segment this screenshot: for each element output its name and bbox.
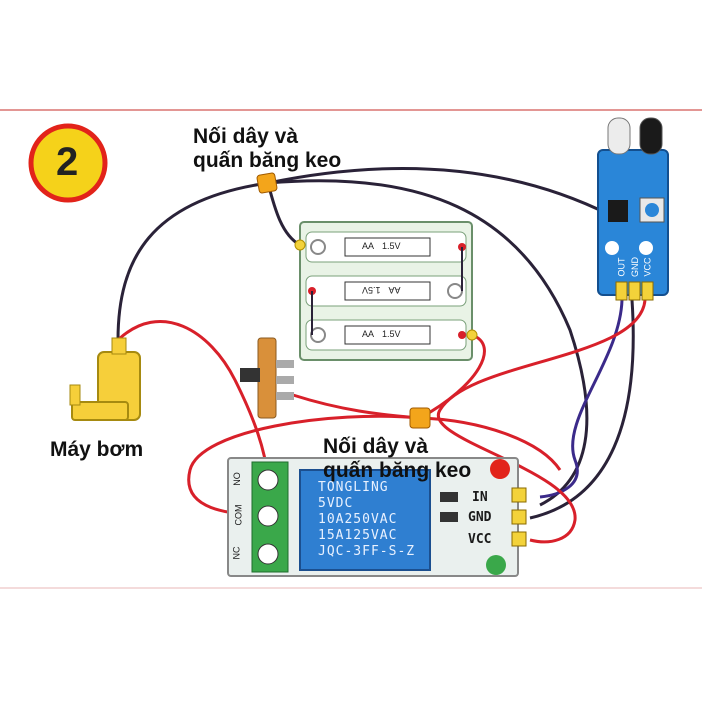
battery-cell-3-type: AA [362, 329, 374, 339]
wire-battery-to-mid-joint [419, 333, 486, 420]
relay-terminal-com: COM [233, 504, 244, 526]
battery-holder [294, 221, 478, 361]
wire-switch-to-mid-joint [292, 393, 421, 420]
wire-joint-to-sensor [267, 167, 611, 217]
wire-pump-to-joint [116, 181, 269, 341]
water-pump [69, 337, 141, 421]
battery-cell-1-voltage: 1.5V [382, 241, 401, 251]
wire-sensor-vcc-to-relay-vcc [436, 299, 647, 544]
sensor-pin-vcc: VCC [642, 257, 653, 277]
wire-mid-joint-to-com [187, 414, 421, 517]
battery-cell-3: AA 1.5V [362, 329, 401, 339]
slide-switch [240, 337, 294, 419]
wire-joint-to-relay-gnd [267, 179, 589, 507]
pump-label: Máy bơm [50, 438, 144, 461]
battery-cell-3-voltage: 1.5V [382, 329, 401, 339]
relay-line-4: JQC-3FF-S-Z [318, 544, 416, 559]
wire-sensor-out-to-relay-in [539, 299, 624, 499]
join-label-mid: Nối dây và quấn băng keo [323, 435, 471, 483]
relay-pin-vcc: VCC [468, 532, 492, 547]
join-label-top-line1: Nối dây và [193, 125, 299, 148]
relay-module [227, 457, 527, 577]
relay-line-3: 15A125VAC [318, 528, 398, 543]
step-number: 2 [56, 140, 79, 184]
join-label-top-line2: quấn băng keo [193, 149, 342, 172]
battery-cell-2-voltage: 1.5V [362, 285, 381, 295]
joint-marker-top [256, 172, 278, 194]
sensor-pin-out: OUT [616, 257, 627, 277]
relay-label: TONGLING 5VDC 10A250VAC 15A125VAC JQC-3F… [318, 480, 415, 560]
wire-joint-to-battery [266, 182, 301, 247]
relay-line-1: 5VDC [318, 496, 354, 511]
step-badge [28, 123, 108, 203]
relay-pin-in: IN [472, 490, 488, 505]
ir-sensor-module [597, 117, 669, 301]
battery-cell-1-type: AA [362, 241, 374, 251]
sensor-pin-gnd: GND [630, 257, 640, 277]
wire-pump-to-relay-no [116, 320, 270, 479]
relay-line-2: 10A250VAC [318, 512, 398, 527]
battery-cell-2: AA 1.5V [362, 285, 401, 295]
joint-marker-mid [409, 407, 431, 429]
relay-pin-gnd: GND [468, 510, 492, 525]
join-label-mid-line1: Nối dây và [323, 435, 429, 458]
wire-mid-joint-branch [419, 416, 562, 471]
relay-terminal-no: NO [231, 472, 242, 486]
wire-sensor-gnd-to-relay-gnd [529, 299, 635, 520]
battery-cell-1: AA 1.5V [362, 241, 401, 251]
join-label-mid-line2: quấn băng keo [323, 459, 472, 482]
join-label-top: Nối dây và quấn băng keo [193, 125, 341, 173]
battery-cell-2-type: AA [389, 285, 401, 295]
relay-terminal-nc: NC [231, 546, 242, 560]
relay-brand: TONGLING [318, 480, 389, 495]
